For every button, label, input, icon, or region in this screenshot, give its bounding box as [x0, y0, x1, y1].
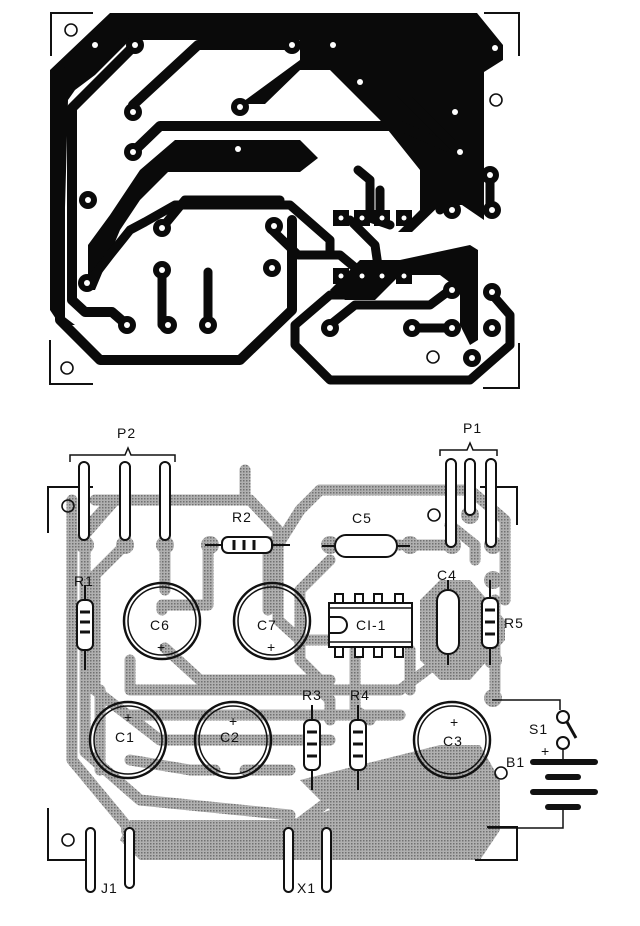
mounting-holes — [61, 499, 508, 847]
potentiometer-p2: P2 — [69, 425, 176, 541]
electrolytic-capacitor-c2: C2 + — [193, 700, 273, 780]
connector-j1: J1 — [85, 827, 135, 896]
plus-c1: + — [124, 709, 133, 725]
electrolytic-capacitor-c3: C3 + — [412, 700, 492, 780]
plus-b1: + — [541, 743, 550, 759]
connector-x1: X1 — [283, 827, 332, 896]
board-corner-marks — [49, 12, 520, 389]
copper-traces — [55, 40, 515, 385]
pads — [78, 36, 501, 367]
capacitor-c5: C5 — [322, 510, 410, 558]
copper-layout-view — [49, 12, 520, 389]
label-c3: C3 — [443, 733, 463, 749]
label-c4: C4 — [437, 567, 457, 583]
label-c6: C6 — [150, 617, 170, 633]
label-s1: S1 — [529, 721, 548, 737]
label-r4: R4 — [350, 687, 370, 703]
label-p1: P1 — [463, 420, 482, 436]
label-r2: R2 — [232, 509, 252, 525]
resistor-r1: R1 — [74, 573, 94, 670]
potentiometer-p1: P1 — [439, 420, 498, 548]
component-layout-view: P2 P1 R1 R2 R3 — [47, 420, 598, 896]
battery-b1: + B1 — [488, 743, 598, 829]
label-c1: C1 — [115, 729, 135, 745]
resistor-r5: R5 — [481, 580, 524, 665]
label-p2: P2 — [117, 425, 136, 441]
label-r5: R5 — [504, 615, 524, 631]
label-ci1: CI-1 — [356, 617, 386, 633]
mounting-holes — [60, 23, 503, 375]
plus-c6: + — [157, 639, 166, 655]
resistor-r4: R4 — [349, 687, 370, 790]
plus-c3: + — [450, 714, 459, 730]
electrolytic-capacitor-c1: C1 + — [88, 700, 168, 780]
plus-c2: + — [229, 713, 238, 729]
label-c7: C7 — [257, 617, 277, 633]
label-c5: C5 — [352, 510, 372, 526]
electrolytic-capacitor-c7: C7 + — [232, 581, 312, 661]
switch-s1: S1 — [492, 699, 578, 760]
label-c2: C2 — [220, 729, 240, 745]
label-b1: B1 — [506, 754, 525, 770]
capacitor-c4: C4 — [436, 567, 460, 665]
label-x1: X1 — [297, 880, 316, 896]
ic-ci1: CI-1 — [328, 593, 413, 658]
plus-c7: + — [267, 639, 276, 655]
copper-ground-plane-top — [50, 13, 503, 325]
label-r1: R1 — [74, 573, 94, 589]
electrolytic-capacitor-c6: C6 + — [122, 581, 202, 661]
resistor-r2: R2 — [205, 509, 290, 554]
label-r3: R3 — [302, 687, 322, 703]
label-j1: J1 — [101, 880, 118, 896]
resistor-r3: R3 — [302, 687, 322, 790]
